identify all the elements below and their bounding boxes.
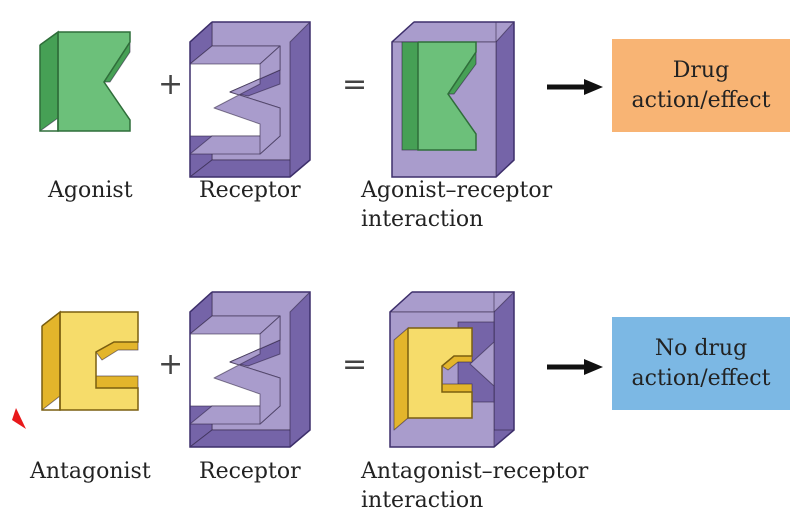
agonist-receptor-label: Agonist–receptor interaction [361, 178, 553, 232]
agonist-label: Agonist [48, 178, 133, 203]
antagonist-block-icon [41, 310, 139, 411]
antagonist-receptor-label: Antagonist–receptor interaction [361, 459, 589, 513]
antagonist-label: Antagonist [30, 459, 151, 484]
equals-sign: = [342, 347, 368, 382]
receptor-label: Receptor [199, 459, 301, 484]
plus-sign: + [158, 347, 184, 382]
right-arrow-icon [547, 359, 603, 375]
antagonist-receptor-complex-icon [389, 291, 515, 448]
red-marker-icon [12, 408, 26, 429]
agonist-block-icon [39, 30, 131, 132]
drug-effect-box [612, 39, 790, 132]
no-drug-effect-box [612, 317, 790, 410]
receptor-label: Receptor [199, 178, 301, 203]
right-arrow-icon [547, 79, 603, 95]
receptor-block-icon [189, 291, 311, 448]
plus-sign: + [158, 67, 184, 102]
receptor-block-icon [189, 21, 311, 178]
drug-effect-label: Drug action/effect [631, 57, 771, 113]
equals-sign: = [342, 67, 368, 102]
agonist-receptor-complex-icon [391, 21, 515, 178]
no-drug-effect-label: No drug action/effect [631, 335, 771, 391]
